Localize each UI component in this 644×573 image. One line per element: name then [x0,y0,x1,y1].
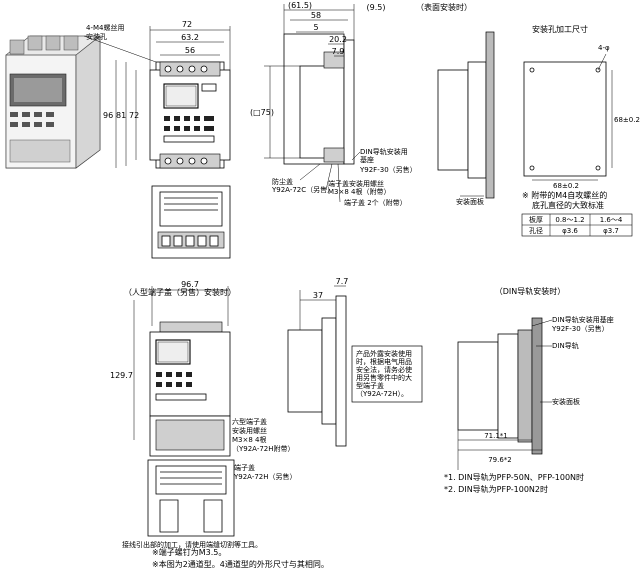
label-din-rail-2: 基座 [360,155,374,164]
dim-79-6: 79.6*2 [488,456,512,464]
front-view-bottom [133,286,231,457]
label-mount-screw: 六型端子盖 安装用螺丝 M3×8 4根 （Y92A-72H附带） [232,417,295,453]
caption-top-left: （人型端子盖（另售）安装时） [124,287,236,297]
label-dust-cover-2: Y92A-72C（另售） [271,185,334,194]
dim-7-7: 7.7 [336,277,349,286]
dim-h2: 81 [116,111,126,120]
note-box-text: 产品外露安装使用 时，根据电气用品 安全法，请务必使 用另售零件中的大 型端子盖… [356,349,414,398]
label-terminal-screw-2: M3×8 4根（附带） [328,187,391,196]
label-dust-cover: 防尘盖 Y92A-72C（另售） [271,177,334,194]
dim-20-2: 20.2 [329,35,347,44]
footer-line1: ※端子螺钉为M3.5。 [152,547,226,557]
label-bottom-cut: 接线引出部的加工，请使用端缝切割等工具。 [122,540,262,549]
dim-75: (□75) [250,108,274,117]
dim-96-7: 96.7 [181,280,199,289]
label-screw-hole-1: 4-M4螺丝用 [86,23,124,32]
label-terminal-2: 端子盖 2个（附带） [344,198,407,207]
side-view-top [264,4,361,203]
label-din-rail-1: DIN导轨安装用 [360,147,408,156]
note-box [351,345,423,403]
front-dim-lines [83,26,231,168]
label-screw-hole: 4-M4螺丝用 安装孔 [86,23,127,41]
dim-37: 37 [313,291,323,300]
din-rail-label: DIN导轨 [552,341,579,350]
table-r2: φ3.7 [603,227,619,235]
front-view-top [149,61,231,169]
product-photo [5,35,101,169]
side-view-bottom [287,285,347,447]
label-mount-screw-4: （Y92A-72H附带） [232,444,295,453]
din-base-label: DIN导轨安装用基座 [552,315,614,324]
terminal-view-bottom [147,459,235,537]
table-h2: 1.6～4 [600,216,623,224]
table-r1: φ3.6 [562,227,578,235]
table-h1: 0.8～1.2 [555,216,584,224]
label-terminal-screw-1: 端子盖安装用螺丝 [328,179,384,188]
footer-line2: ※本图为2通道型。4通道型的外形尺寸与其相同。 [152,559,329,569]
panel-note: ※ 附带的M4自攻螺丝的 底孔直径的大致标准 [522,190,610,210]
panel-label: 安装面板 [456,197,484,206]
label-dust-cover-1: 防尘盖 [272,177,293,186]
table-h0: 板厚 [529,215,543,224]
din-y92f-label: Y92F-30（另售） [551,324,609,333]
note-box-4: 用另售零件中的大 [356,373,412,382]
label-mount-screw-3: M3×8 4根 [232,435,267,444]
hole-label: 4-φ [598,44,610,52]
dim-61-5: (61.5) [288,1,312,10]
dim-h1: 96 [103,111,113,120]
dim-width: 72 [182,20,192,29]
dim-68-v: 68±0.2 [614,116,640,124]
din-note2: *2. DIN导轨为PFP-100N2时 [444,484,548,494]
dim-inner: 63.2 [181,33,199,42]
label-screw-hole-2: 安装孔 [86,32,107,41]
din-side-view [457,317,553,470]
dim-7-9: 7.9 [332,47,345,56]
din-note1: *1. DIN导轨为PFP-50N、PFP-100N时 [444,472,584,482]
label-din-rail: DIN导轨安装用 基座 [360,147,410,164]
cutout-drawing [523,53,613,181]
table-r0: 孔径 [529,226,543,235]
dim-5: 5 [313,23,318,32]
terminal-bottom-view [151,185,231,259]
label-mount-screw-2: 安装用螺丝 [232,426,267,435]
label-big-cover: 端子盖 Y92A-72H（另售） [233,463,297,481]
dim-h3: 72 [129,111,139,120]
note-box-6: （Y92A-72H）。 [356,390,408,398]
din-title: （DIN导轨安装时） [495,286,566,296]
dim-71-1: 71.1*1 [484,432,508,440]
note-box-1: 产品外露安装使用 [356,349,412,358]
dim-inner2: 56 [185,46,195,55]
label-mount-screw-1: 六型端子盖 [232,417,267,426]
hole-table [521,213,633,237]
note-box-3: 安全法，请务必使 [356,365,412,374]
dim-58: 58 [311,11,321,20]
dim-129-7: 129.7 [110,371,133,380]
dim-68-h: 68±0.2 [553,182,579,190]
label-big-cover-2: Y92A-72H（另售） [233,472,297,481]
note-box-5: 型端子盖 [356,381,384,390]
label-terminal-screw: 端子盖安装用螺丝 M3×8 4根（附带） [328,179,391,196]
panel-mount-title: （表面安装时） [416,2,472,12]
din-panel-label: 安装面板 [552,397,580,406]
note-box-2: 时，根据电气用品 [356,357,412,366]
panel-note-1: ※ 附带的M4自攻螺丝的 [522,190,607,200]
cutout-title: 安装孔加工尺寸 [532,24,588,34]
label-y92f30: Y92F-30（另售） [359,165,417,174]
panel-mount-side [437,31,495,199]
label-big-cover-1: 端子盖 [234,463,255,472]
panel-note-2: 底孔直径的大致标准 [532,200,604,210]
dim-9-5: (9.5) [367,3,386,12]
